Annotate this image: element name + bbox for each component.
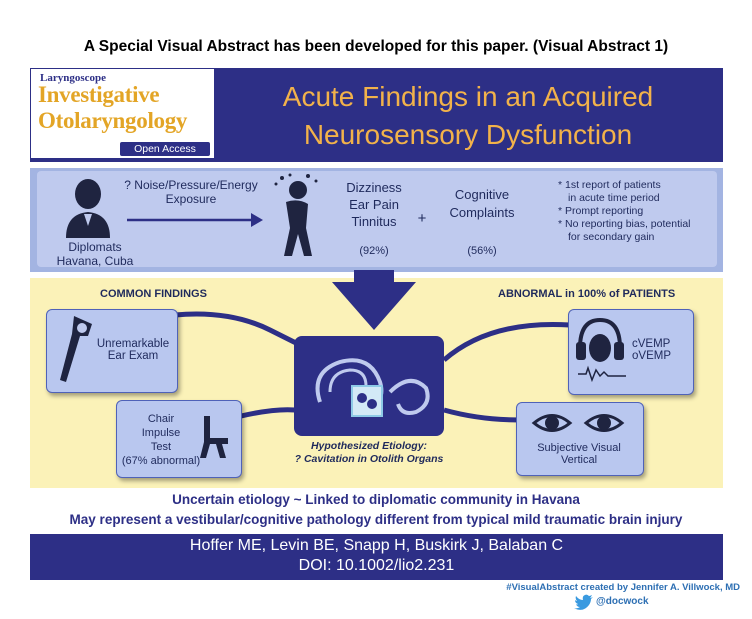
exposure-label: ? Noise/Pressure/Energy Exposure — [124, 178, 258, 206]
footer-band — [30, 534, 723, 580]
twitter-icon[interactable] — [574, 594, 594, 610]
symptoms-percent: (92%) — [359, 245, 389, 257]
title-line-2: Neurosensory Dysfunction — [303, 119, 633, 150]
symptoms-label: Dizziness Ear Pain Tinnitus — [346, 180, 402, 229]
note-item: * No reporting bias, potential for secon… — [558, 218, 691, 243]
note-item: * 1st report of patients in acute time p… — [558, 179, 661, 204]
summary-line-1: Uncertain etiology ~ Linked to diplomati… — [172, 492, 580, 507]
notes-list: * 1st report of patients in acute time p… — [558, 179, 718, 244]
logo-line-2: Investigative — [38, 82, 160, 107]
svv-label: Subjective Visual Vertical — [537, 442, 621, 466]
plus-sign: + — [417, 210, 427, 227]
exposure-arrow-icon — [127, 213, 263, 227]
cognitive-percent: (56%) — [467, 245, 497, 257]
twitter-handle[interactable]: @docwock — [596, 596, 649, 607]
otoscope-icon — [60, 316, 92, 382]
dizzy-person-icon — [274, 173, 318, 256]
etiology-label: Hypothesized Etiology: ? Cavitation in O… — [294, 440, 444, 465]
svv-card — [516, 402, 644, 476]
cognitive-label: Cognitive Complaints — [449, 187, 515, 220]
note-item: * Prompt reporting — [558, 205, 644, 217]
authors: Hoffer ME, Levin BE, Snapp H, Buskirk J,… — [189, 537, 564, 554]
logo-line-1: Laryngoscope — [40, 72, 106, 84]
page-title: Acute Findings in an Acquired Neurosenso… — [222, 78, 714, 154]
chair-impulse-label: Chair Impulse Test (67% abnormal) — [121, 413, 201, 467]
chair-icon — [200, 416, 228, 458]
inner-ear-icon — [315, 358, 430, 417]
ear-exam-label: Unremarkable Ear Exam — [96, 338, 170, 362]
diplomat-icon — [66, 179, 110, 238]
summary-line-2: May represent a vestibular/cognitive pat… — [69, 512, 683, 527]
logo-line-3: Otolaryngology — [38, 108, 188, 133]
patients-label: Diplomats Havana, Cuba — [56, 240, 134, 268]
credit-line: #VisualAbstract created by Jennifer A. V… — [506, 582, 740, 593]
eyes-icon — [531, 414, 625, 432]
open-access-badge: Open Access — [120, 142, 210, 156]
title-line-1: Acute Findings in an Acquired — [282, 81, 654, 112]
common-findings-heading: COMMON FINDINGS — [100, 288, 207, 300]
headphones-icon — [576, 317, 626, 383]
vemp-label: cVEMP oVEMP — [632, 338, 671, 362]
abnormal-findings-heading: ABNORMAL in 100% of PATIENTS — [498, 288, 676, 300]
doi-link[interactable]: DOI: 10.1002/lio2.231 — [298, 557, 455, 574]
page-caption: A Special Visual Abstract has been devel… — [83, 38, 669, 55]
